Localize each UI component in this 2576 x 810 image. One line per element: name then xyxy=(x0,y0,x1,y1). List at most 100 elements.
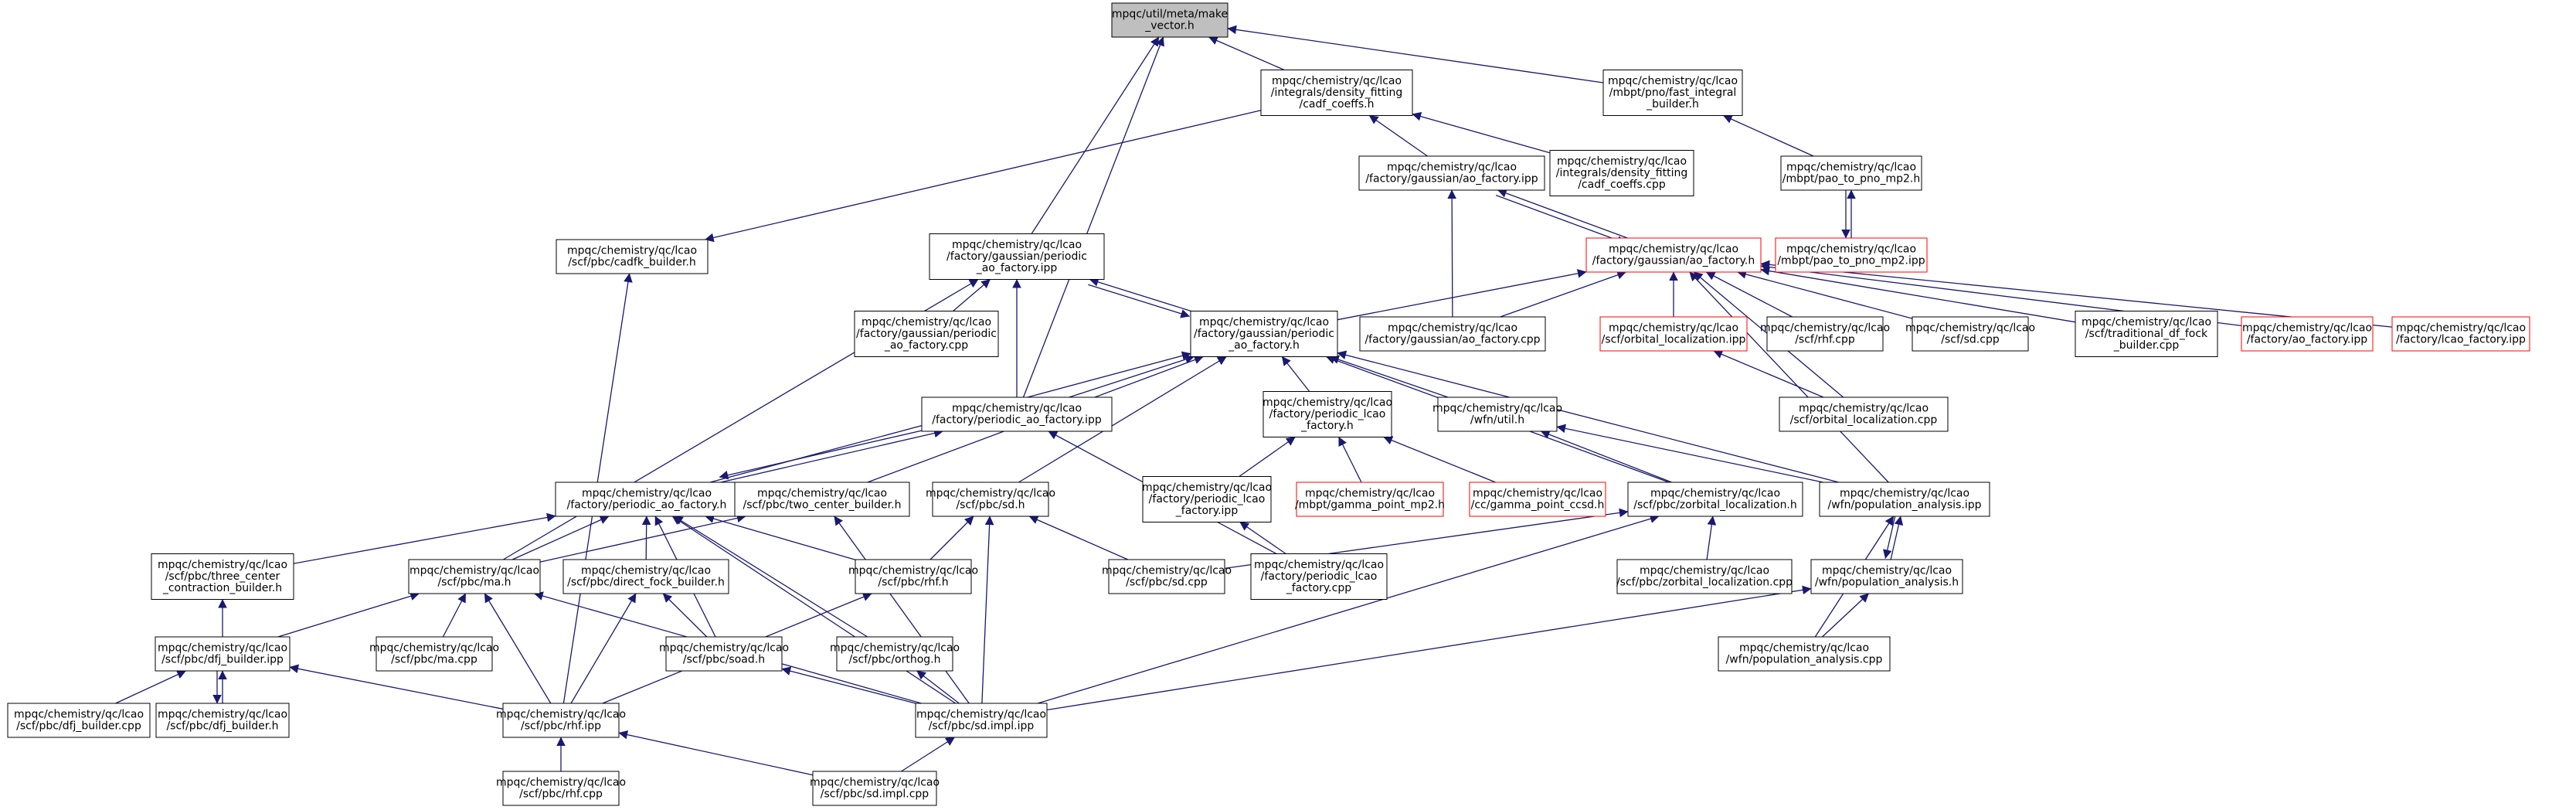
node-pbc_sd_cpp[interactable]: mpqc/chemistry/qc/lcao/scf/pbc/sd.cpp xyxy=(1102,559,1232,594)
node-cadf_coeffs_h[interactable]: mpqc/chemistry/qc/lcao/integrals/density… xyxy=(1260,70,1413,116)
node-box[interactable] xyxy=(556,239,709,274)
node-box[interactable] xyxy=(376,636,493,672)
node-fast_integral_builder_h[interactable]: mpqc/chemistry/qc/lcao/mbpt/pno/fast_int… xyxy=(1602,70,1743,116)
node-box[interactable] xyxy=(502,771,620,806)
node-box[interactable] xyxy=(932,482,1049,517)
node-box[interactable] xyxy=(1358,155,1545,191)
node-box[interactable] xyxy=(1912,316,2029,352)
node-ortho_h[interactable]: mpqc/chemistry/qc/lcao/scf/pbc/orthog.h xyxy=(830,636,960,672)
node-box[interactable] xyxy=(1263,391,1392,437)
node-zorbital_localization_h[interactable]: mpqc/chemistry/qc/lcao/scf/pbc/zorbital_… xyxy=(1627,482,1803,517)
node-pbc_ma_h[interactable]: mpqc/chemistry/qc/lcao/scf/pbc/ma.h xyxy=(408,559,541,594)
node-box[interactable] xyxy=(1779,396,1949,432)
node-pbc_rhf_ipp[interactable]: mpqc/chemistry/qc/lcao/scf/pbc/rhf.ipp xyxy=(496,703,626,738)
node-box[interactable] xyxy=(1469,482,1606,517)
node-box[interactable] xyxy=(1111,2,1229,38)
node-gamma_point_ccsd_h[interactable]: mpqc/chemistry/qc/lcao/cc/gamma_point_cc… xyxy=(1469,482,1606,517)
node-pbc_rhf_h[interactable]: mpqc/chemistry/qc/lcao/scf/pbc/rhf.h xyxy=(848,559,978,594)
node-periodic_ao_factory_ipp_g[interactable]: mpqc/chemistry/qc/lcao/factory/gaussian/… xyxy=(929,233,1105,280)
node-periodic_ao_factory_ipp[interactable]: mpqc/chemistry/qc/lcao/factory/periodic_… xyxy=(921,396,1113,432)
node-factory_lcao_factory_ipp[interactable]: mpqc/chemistry/qc/lcao/factory/lcao_fact… xyxy=(2391,316,2530,352)
node-box[interactable] xyxy=(1766,316,1884,352)
node-box[interactable] xyxy=(151,553,294,600)
node-box[interactable] xyxy=(1260,70,1413,116)
node-periodic_lcao_factory_cpp[interactable]: mpqc/chemistry/qc/lcao/factory/periodic_… xyxy=(1250,553,1388,600)
node-dfj_builder_ipp[interactable]: mpqc/chemistry/qc/lcao/scf/pbc/dfj_build… xyxy=(155,636,291,672)
node-box[interactable] xyxy=(1810,559,1963,594)
node-direct_fock_builder_h[interactable]: mpqc/chemistry/qc/lcao/scf/pbc/direct_fo… xyxy=(562,559,729,594)
node-box[interactable] xyxy=(1359,316,1546,352)
node-box[interactable] xyxy=(502,703,620,738)
node-population_analysis_h[interactable]: mpqc/chemistry/qc/lcao/wfn/population_an… xyxy=(1810,559,1963,594)
node-box[interactable] xyxy=(2391,316,2530,352)
node-population_analysis_ipp[interactable]: mpqc/chemistry/qc/lcao/wfn/population_an… xyxy=(1819,482,1990,517)
node-population_analysis_cpp[interactable]: mpqc/chemistry/qc/lcao/wfn/population_an… xyxy=(1718,636,1891,672)
node-wfn_util_h[interactable]: mpqc/chemistry/qc/lcao/wfn/util.h xyxy=(1432,396,1562,432)
node-box[interactable] xyxy=(1250,553,1388,600)
node-box[interactable] xyxy=(155,703,290,738)
node-root[interactable]: mpqc/util/meta/make_vector.h xyxy=(1111,2,1229,38)
node-periodic_ao_factory_h[interactable]: mpqc/chemistry/qc/lcao/factory/periodic_… xyxy=(555,482,739,517)
node-box[interactable] xyxy=(921,396,1113,432)
node-box[interactable] xyxy=(855,559,972,594)
node-sd_impl_ipp[interactable]: mpqc/chemistry/qc/lcao/scf/pbc/sd.impl.i… xyxy=(915,703,1048,738)
node-gaussian_ao_factory_cpp[interactable]: mpqc/chemistry/qc/lcao/factory/gaussian/… xyxy=(1359,316,1546,352)
node-box[interactable] xyxy=(854,311,999,357)
node-box[interactable] xyxy=(929,233,1105,280)
node-periodic_ao_factory_h_g[interactable]: mpqc/chemistry/qc/lcao/factory/gaussian/… xyxy=(1190,311,1338,357)
node-dfj_builder_h[interactable]: mpqc/chemistry/qc/lcao/scf/pbc/dfj_build… xyxy=(155,703,290,738)
node-cadf_coeffs_cpp[interactable]: mpqc/chemistry/qc/lcao/integrals/density… xyxy=(1549,150,1694,196)
node-box[interactable] xyxy=(1775,237,1928,273)
node-box[interactable] xyxy=(1549,150,1694,196)
node-box[interactable] xyxy=(2241,316,2374,352)
node-orbital_localization_ipp[interactable]: mpqc/chemistry/qc/lcao/scf/orbital_local… xyxy=(1599,316,1748,352)
node-box[interactable] xyxy=(1616,559,1793,594)
node-box[interactable] xyxy=(1599,316,1748,352)
node-box[interactable] xyxy=(1190,311,1338,357)
node-periodic_ao_factory_cpp_g[interactable]: mpqc/chemistry/qc/lcao/factory/gaussian/… xyxy=(854,311,999,357)
node-box[interactable] xyxy=(1296,482,1444,517)
node-dfj_builder_cpp[interactable]: mpqc/chemistry/qc/lcao/scf/pbc/dfj_build… xyxy=(7,703,151,738)
node-factory_ao_factory_ipp[interactable]: mpqc/chemistry/qc/lcao/factory/ao_factor… xyxy=(2241,316,2374,352)
node-periodic_lcao_factory_ipp[interactable]: mpqc/chemistry/qc/lcao/factory/periodic_… xyxy=(1142,476,1272,522)
node-two_center_builder_h[interactable]: mpqc/chemistry/qc/lcao/scf/pbc/two_cente… xyxy=(734,482,910,517)
node-gaussian_ao_factory_h[interactable]: mpqc/chemistry/qc/lcao/factory/gaussian/… xyxy=(1585,237,1762,273)
node-box[interactable] xyxy=(1108,559,1225,594)
node-pbc_ma_cpp[interactable]: mpqc/chemistry/qc/lcao/scf/pbc/ma.cpp xyxy=(369,636,499,672)
node-box[interactable] xyxy=(734,482,910,517)
node-box[interactable] xyxy=(7,703,151,738)
node-gamma_point_mp2_h[interactable]: mpqc/chemistry/qc/lcao/mbpt/gamma_point_… xyxy=(1295,482,1445,517)
node-gaussian_ao_factory_ipp[interactable]: mpqc/chemistry/qc/lcao/factory/gaussian/… xyxy=(1358,155,1545,191)
node-rhf_cpp[interactable]: mpqc/chemistry/qc/lcao/scf/rhf.cpp xyxy=(1760,316,1890,352)
node-box[interactable] xyxy=(1602,70,1743,116)
node-box[interactable] xyxy=(665,636,783,672)
node-pao_to_pno_mp2_h[interactable]: mpqc/chemistry/qc/lcao/mbpt/pao_to_pno_m… xyxy=(1780,155,1922,191)
node-zorbital_localization_cpp[interactable]: mpqc/chemistry/qc/lcao/scf/pbc/zorbital_… xyxy=(1616,559,1793,594)
node-pao_to_pno_mp2_ipp[interactable]: mpqc/chemistry/qc/lcao/mbpt/pao_to_pno_m… xyxy=(1775,237,1928,273)
node-box[interactable] xyxy=(812,771,937,806)
node-pbc_sd_h[interactable]: mpqc/chemistry/qc/lcao/scf/pbc/sd.h xyxy=(926,482,1055,517)
node-box[interactable] xyxy=(1585,237,1762,273)
node-box[interactable] xyxy=(408,559,541,594)
node-sd_cpp[interactable]: mpqc/chemistry/qc/lcao/scf/sd.cpp xyxy=(1905,316,2035,352)
node-box[interactable] xyxy=(2075,311,2218,357)
node-three_center_contraction_builder_h[interactable]: mpqc/chemistry/qc/lcao/scf/pbc/three_cen… xyxy=(151,553,294,600)
node-orbital_localization_cpp[interactable]: mpqc/chemistry/qc/lcao/scf/orbital_local… xyxy=(1779,396,1949,432)
node-box[interactable] xyxy=(1627,482,1803,517)
node-pbc_rhf_cpp[interactable]: mpqc/chemistry/qc/lcao/scf/pbc/rhf.cpp xyxy=(496,771,626,806)
node-box[interactable] xyxy=(836,636,953,672)
node-cadfk_builder_h[interactable]: mpqc/chemistry/qc/lcao/scf/pbc/cadfk_bui… xyxy=(556,239,709,274)
node-soad_h[interactable]: mpqc/chemistry/qc/lcao/scf/pbc/soad.h xyxy=(659,636,789,672)
node-box[interactable] xyxy=(1142,476,1272,522)
node-box[interactable] xyxy=(555,482,739,517)
node-box[interactable] xyxy=(1780,155,1922,191)
node-sd_impl_cpp[interactable]: mpqc/chemistry/qc/lcao/scf/pbc/sd.impl.c… xyxy=(810,771,940,806)
node-box[interactable] xyxy=(915,703,1048,738)
node-box[interactable] xyxy=(1718,636,1891,672)
node-box[interactable] xyxy=(562,559,729,594)
node-box[interactable] xyxy=(1819,482,1990,517)
node-traditional_df_fock_builder_cpp[interactable]: mpqc/chemistry/qc/lcao/scf/traditional_d… xyxy=(2075,311,2218,357)
node-box[interactable] xyxy=(155,636,291,672)
node-periodic_lcao_factory_h[interactable]: mpqc/chemistry/qc/lcao/factory/periodic_… xyxy=(1263,391,1392,437)
node-box[interactable] xyxy=(1437,396,1558,432)
